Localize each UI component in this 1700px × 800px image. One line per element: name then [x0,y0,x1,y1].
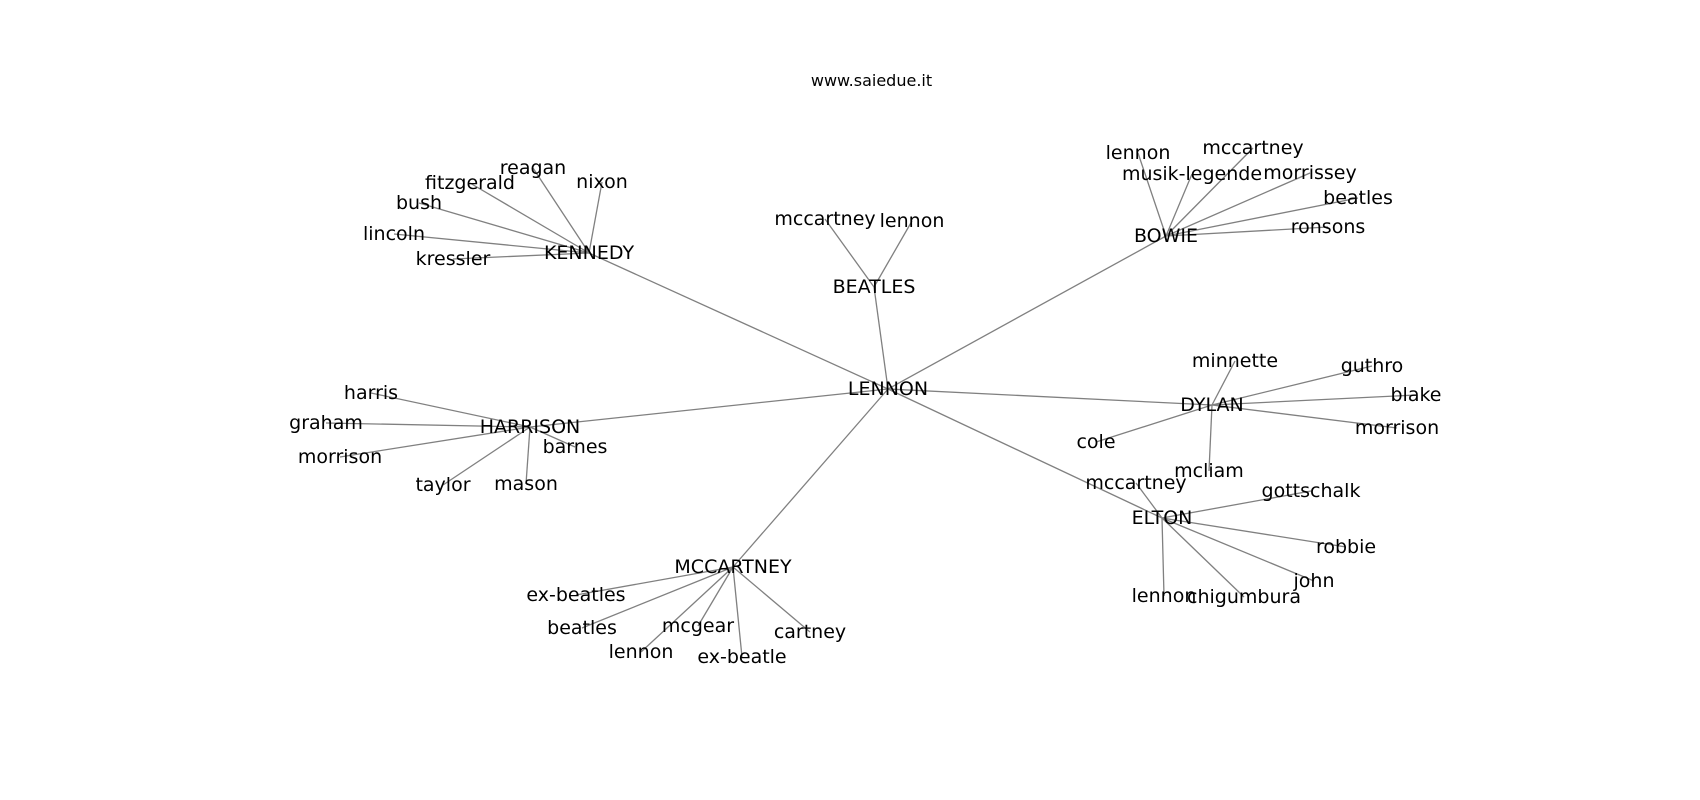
edge-mccartney-beatles [581,566,734,629]
hub-node-bowie: BOWIE [1134,225,1198,247]
caption: www.saiedue.it [810,71,933,90]
leaf-node-cole: cole [1076,431,1115,453]
edge-harrison-graham [325,422,531,428]
edge-bowie-mccartney [1165,147,1254,237]
edge-root-beatles [873,286,889,390]
edge-bowie-morrissey [1165,172,1311,237]
leaf-node-lennon: lennon [609,641,674,663]
edge-bowie-beatles [1165,197,1359,237]
leaf-node-mccartney: mccartney [774,208,875,230]
leaf-node-lincoln: lincoln [363,223,425,245]
leaf-node-barnes: barnes [543,436,608,458]
leaf-node-graham: graham [289,412,363,434]
edge-elton-lennon [1161,517,1165,597]
leaf-node-bush: bush [396,192,442,214]
edge-kennedy-fitzgerald [469,182,590,254]
root-node-label: LENNON [848,378,928,400]
edge-dylan-morrison [1211,404,1398,429]
leaf-node-morrissey: morrissey [1263,162,1356,184]
edge-elton-gottschalk [1161,490,1312,519]
leaf-node-gottschalk: gottschalk [1262,480,1361,502]
edge-dylan-blake [1211,394,1417,406]
edge-mccartney-ex-beatles [575,566,734,596]
edge-harrison-morrison [339,426,531,458]
edge-beatles-mccartney [824,218,875,288]
leaf-node-mcgear: mcgear [662,615,734,637]
edge-harrison-harris [370,392,531,428]
edge-kennedy-nixon [588,181,603,254]
leaf-node-robbie: robbie [1316,536,1376,558]
edge-dylan-minnette [1211,360,1236,406]
hub-node-beatles: BEATLES [833,276,916,298]
edge-root-dylan [887,388,1213,406]
leaf-node-fitzgerald: fitzgerald [425,172,515,194]
leaf-node-morrison: morrison [1355,417,1439,439]
edge-kennedy-kressler [452,252,590,260]
edge-dylan-mcliam [1208,404,1213,472]
leaf-node-lennon: lennon [1106,142,1171,164]
leaf-node-guthro: guthro [1341,355,1404,377]
leaf-node-beatles: beatles [547,617,617,639]
leaf-node-ex-beatles: ex-beatles [526,584,625,606]
edge-bowie-ronsons [1165,226,1329,237]
edge-kennedy-lincoln [393,233,590,254]
leaf-node-ex-beatle: ex-beatle [697,646,786,668]
leaf-node-mason: mason [494,473,558,495]
edge-root-harrison [529,388,889,428]
leaf-node-morrison: morrison [298,446,382,468]
leaf-node-blake: blake [1391,384,1442,406]
edge-harrison-barnes [529,426,576,448]
edge-dylan-cole [1095,404,1213,443]
edge-mccartney-lennon [640,566,734,653]
leaf-node-reagan: reagan [500,157,566,179]
edge-root-mccartney [732,388,889,568]
leaf-node-minnette: minnette [1192,350,1278,372]
leaf-node-lennon: lennon [1132,585,1197,607]
edge-mccartney-cartney [732,566,811,633]
edge-harrison-taylor [442,426,531,486]
edge-beatles-lennon [873,220,913,288]
hub-node-elton: ELTON [1132,507,1193,529]
hub-node-mccartney: MCCARTNEY [674,556,792,578]
leaf-node-chigumbura: chigumbura [1187,586,1301,608]
edges-layer [325,147,1417,658]
leaf-node-nixon: nixon [576,171,628,193]
edge-elton-chigumbura [1161,517,1245,598]
leaf-node-beatles: beatles [1323,187,1393,209]
leaf-node-john: john [1293,570,1335,592]
edge-bowie-lennon [1137,152,1167,237]
edge-mccartney-ex-beatle [732,566,743,658]
leaf-node-mccartney: mccartney [1202,137,1303,159]
edge-bowie-musik-legende [1165,173,1193,237]
leaf-node-mccartney: mccartney [1085,472,1186,494]
leaf-node-musik-legende: musik-legende [1122,163,1262,185]
edge-mccartney-mcgear [697,566,734,627]
leaf-node-taylor: taylor [415,474,470,496]
edge-dylan-guthro [1211,365,1373,406]
leaf-node-mcliam: mcliam [1174,460,1244,482]
leaf-node-kressler: kressler [416,248,491,270]
hub-node-dylan: DYLAN [1180,394,1243,416]
leaf-node-harris: harris [344,382,398,404]
edge-kennedy-bush [418,202,590,254]
hub-node-harrison: HARRISON [480,416,581,438]
edge-kennedy-reagan [532,167,590,254]
leaf-node-lennon: lennon [880,210,945,232]
edge-root-bowie [887,235,1167,390]
leaf-node-ronsons: ronsons [1291,216,1366,238]
edge-root-elton [887,388,1163,519]
edge-root-kennedy [588,252,889,390]
edge-elton-john [1161,517,1315,582]
edge-elton-mccartney [1135,482,1163,519]
leaf-node-cartney: cartney [774,621,846,643]
edge-elton-robbie [1161,517,1347,548]
edge-harrison-mason [525,426,531,485]
hub-node-kennedy: KENNEDY [544,242,634,264]
